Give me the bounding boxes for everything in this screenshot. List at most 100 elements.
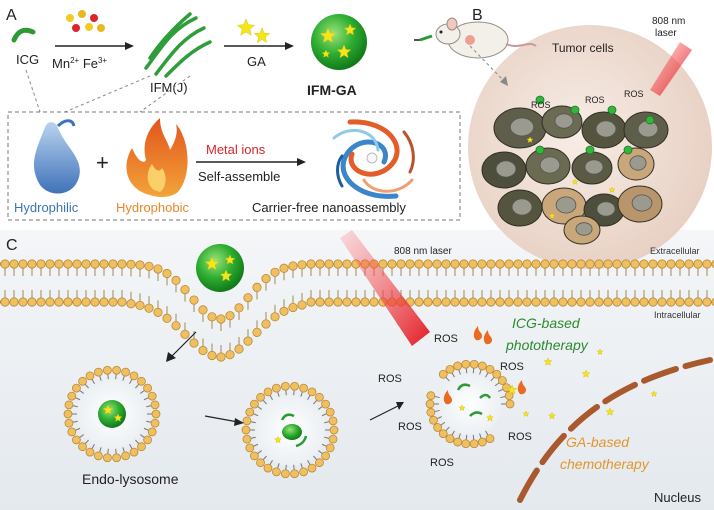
lipid-head (90, 297, 100, 307)
lipid-head (324, 297, 334, 307)
lipid-head (378, 259, 388, 269)
lipid-head (603, 297, 613, 307)
lipid-head (63, 259, 73, 269)
lipid-head (307, 463, 317, 473)
intracellular-label: Intracellular (654, 310, 701, 320)
lipid-head (121, 451, 130, 461)
ros-label: ROS (500, 361, 524, 373)
extracellular-label: Extracellular (650, 246, 700, 256)
lipid-head (342, 259, 352, 269)
lipid-head (272, 467, 281, 477)
panel-b-letter: B (472, 7, 483, 24)
lipid-head (594, 297, 604, 307)
lipid-head (242, 434, 252, 444)
mouse-icon (414, 17, 537, 59)
lipid-head (315, 297, 325, 307)
ros-label: ROS (378, 373, 402, 385)
endocytosis-arrow-head (166, 352, 176, 362)
lipid-head (261, 319, 271, 329)
lipid-head (198, 345, 208, 356)
star-icon (319, 27, 337, 44)
lipid-head (477, 361, 487, 371)
endo-lysosome-label: Endo-lysosome (82, 471, 179, 487)
mouse-to-tumor-connector-head (500, 76, 508, 86)
lipid-head (153, 307, 163, 317)
lipid-head (469, 359, 479, 369)
cell-nucleus (596, 201, 616, 217)
lipid-head (135, 260, 145, 270)
lipid-head (67, 391, 77, 401)
lipid-head (639, 297, 649, 307)
lipid-head (72, 297, 82, 307)
lipid-head (522, 297, 532, 307)
star-icon (522, 410, 530, 417)
released-ga-stars (506, 348, 658, 420)
lipid-head (36, 297, 46, 307)
ifmga-sphere-icon (311, 14, 367, 70)
lipid-head (702, 259, 712, 269)
lipid-head (351, 297, 361, 307)
lipid-head (272, 383, 281, 393)
lipid-head (112, 365, 121, 375)
icg-molecule-icon (11, 27, 36, 43)
lipid-head (99, 259, 109, 269)
lipid-head (495, 259, 505, 269)
lipid-head (290, 469, 299, 479)
carrier-free-label: Carrier-free nanoassembly (252, 200, 406, 215)
panel-b-laser-label-2: laser (655, 28, 677, 39)
lipid-head (549, 297, 559, 307)
lipid-head (328, 434, 338, 444)
lipid-head (468, 297, 478, 307)
lipid-head (94, 451, 103, 461)
water-drop-icon (33, 122, 80, 194)
lipid-head (513, 297, 523, 307)
vesicles (63, 326, 526, 479)
star-icon (486, 413, 494, 422)
lipid-head (150, 418, 160, 428)
lipid-head (432, 297, 442, 307)
lipid-head (288, 261, 298, 271)
lipid-head (225, 350, 235, 360)
icg-phototherapy-line-1: ICG-based (512, 315, 581, 331)
vesicle-arrow-1-head (234, 418, 244, 426)
star-icon (608, 186, 616, 193)
ga-label: GA (247, 54, 266, 69)
lipid-head (137, 376, 146, 386)
lipid-head (144, 261, 154, 271)
lipid-head (45, 297, 55, 307)
lipid-head (198, 305, 208, 315)
lipid-head (242, 416, 252, 426)
icg-fragment-icon (479, 393, 492, 399)
ifmj-fibers-icon (144, 12, 212, 78)
lipid-head (461, 359, 471, 369)
lipid-head (290, 381, 299, 391)
lipid-head (78, 376, 87, 386)
lipid-head (18, 297, 28, 307)
star-icon (581, 369, 591, 378)
hydrophobic-label: Hydrophobic (116, 200, 189, 215)
lipid-head (666, 297, 676, 307)
lipid-head (27, 259, 37, 269)
vesicle-lumen (438, 372, 502, 436)
ifmj-label: IFM(J) (150, 80, 188, 95)
lipid-head (72, 383, 81, 393)
lipid-head (495, 297, 505, 307)
lipid-head (81, 297, 91, 307)
lipid-head (540, 297, 550, 307)
lipid-head (147, 427, 157, 437)
lipid-head (329, 425, 339, 435)
lipid-head (126, 299, 136, 309)
metal-ions-label: Metal ions (206, 142, 266, 157)
lipid-head (270, 312, 280, 322)
vesicle-nanoparticle (98, 400, 126, 428)
panel-a-letter: A (6, 7, 17, 24)
lipid-head (45, 259, 55, 269)
star-icon (204, 256, 220, 271)
lipid-head (63, 297, 73, 307)
lipid-head (459, 259, 469, 269)
lipid-head (567, 259, 577, 269)
ga-chemotherapy-line-2: chemotherapy (560, 456, 650, 472)
panel-c-letter: C (6, 237, 18, 254)
